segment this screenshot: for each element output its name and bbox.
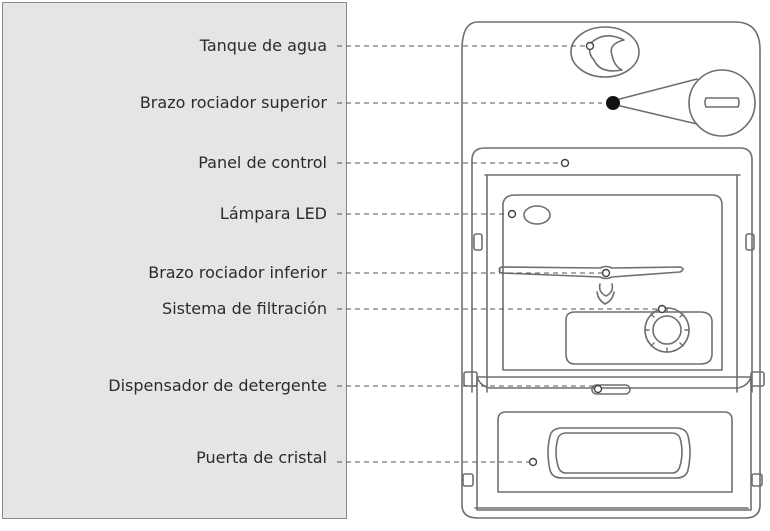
dot-brazo-rociador-inferior bbox=[601, 268, 611, 278]
glass-window bbox=[547, 427, 691, 479]
tub-side-rail-left bbox=[486, 174, 738, 393]
filter-cup bbox=[596, 291, 615, 305]
label-brazo-rociador-inferior: Brazo rociador inferior bbox=[148, 263, 327, 282]
tub-outer-frame bbox=[471, 159, 753, 393]
glass-door-panel bbox=[497, 411, 733, 493]
dishwasher-body bbox=[461, 21, 761, 519]
side-latch-right bbox=[745, 233, 755, 251]
water-tank bbox=[570, 26, 640, 78]
dot-dispensador-de-detergente bbox=[593, 384, 603, 394]
upper-spray-arm-zoom bbox=[688, 69, 756, 137]
side-foot-right bbox=[751, 473, 763, 487]
upper-spray-arm-detail bbox=[704, 97, 740, 108]
side-hinge-right bbox=[750, 371, 765, 387]
dot-puerta-de-cristal bbox=[528, 457, 538, 467]
label-puerta-de-cristal: Puerta de cristal bbox=[196, 448, 327, 467]
dot-lampara-led bbox=[507, 209, 517, 219]
label-sistema-de-filtracion: Sistema de filtración bbox=[162, 299, 327, 318]
dot-panel-de-control bbox=[560, 158, 570, 168]
detergent-dispenser bbox=[591, 384, 631, 395]
upper-spray-arm bbox=[606, 96, 620, 110]
label-brazo-rociador-superior: Brazo rociador superior bbox=[139, 93, 327, 112]
side-hinge-left bbox=[463, 371, 478, 387]
door-frame bbox=[476, 376, 752, 511]
zoom-callout-lines bbox=[611, 78, 698, 125]
dot-tanque-de-agua bbox=[585, 41, 595, 51]
door-top-trim bbox=[476, 376, 752, 389]
side-latch-left bbox=[473, 233, 483, 251]
filter-cap-inner bbox=[652, 315, 682, 345]
label-panel-de-control: Panel de control bbox=[198, 153, 327, 172]
side-foot-left bbox=[462, 473, 474, 487]
label-panel bbox=[2, 2, 347, 519]
inner-tub bbox=[502, 194, 723, 371]
spray-arm-hub bbox=[598, 283, 614, 297]
control-panel bbox=[471, 147, 753, 161]
water-tank-blade bbox=[588, 35, 625, 72]
led-lamp bbox=[523, 205, 551, 225]
glass-window-inner bbox=[555, 432, 683, 474]
filter-cap-ridges bbox=[644, 307, 690, 353]
label-tanque-de-agua: Tanque de agua bbox=[199, 36, 327, 55]
label-lampara-led: Lámpara LED bbox=[219, 204, 327, 223]
filter-sump bbox=[565, 311, 713, 365]
label-dispensador-de-detergente: Dispensador de detergente bbox=[108, 376, 327, 395]
dot-sistema-de-filtracion bbox=[657, 304, 667, 314]
